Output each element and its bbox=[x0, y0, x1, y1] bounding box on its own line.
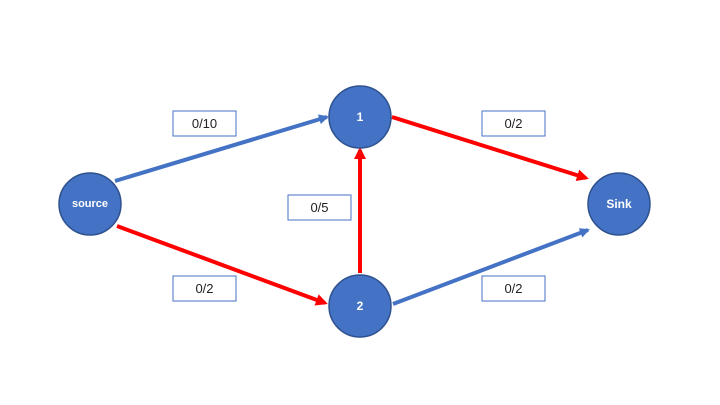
edge-label-text: 0/2 bbox=[504, 116, 522, 131]
edge-source-to-2 bbox=[116, 224, 328, 306]
node-1-label: 1 bbox=[357, 110, 364, 124]
edge-label-source-to-2: 0/2 bbox=[172, 275, 237, 302]
edge-1-to-sink bbox=[391, 115, 589, 182]
edge-label-2-to-1: 0/5 bbox=[287, 194, 352, 221]
node-source: source bbox=[58, 172, 122, 236]
edge-label-text: 0/2 bbox=[504, 281, 522, 296]
edge-label-2-to-sink: 0/2 bbox=[481, 275, 546, 302]
edge-2-to-sink bbox=[392, 228, 590, 306]
edge-label-text: 0/2 bbox=[195, 281, 213, 296]
node-2: 2 bbox=[328, 274, 392, 338]
edge-label-1-to-sink: 0/2 bbox=[481, 110, 546, 137]
edge-label-text: 0/5 bbox=[310, 200, 328, 215]
edge-label-source-to-1: 0/10 bbox=[172, 110, 237, 137]
node-source-label: source bbox=[72, 198, 108, 210]
edge-label-text: 0/10 bbox=[192, 116, 217, 131]
node-2-label: 2 bbox=[357, 299, 364, 313]
node-sink-label: Sink bbox=[606, 197, 632, 211]
edge-source-to-1 bbox=[114, 114, 329, 183]
node-sink: Sink bbox=[587, 172, 651, 236]
node-1: 1 bbox=[328, 85, 392, 149]
